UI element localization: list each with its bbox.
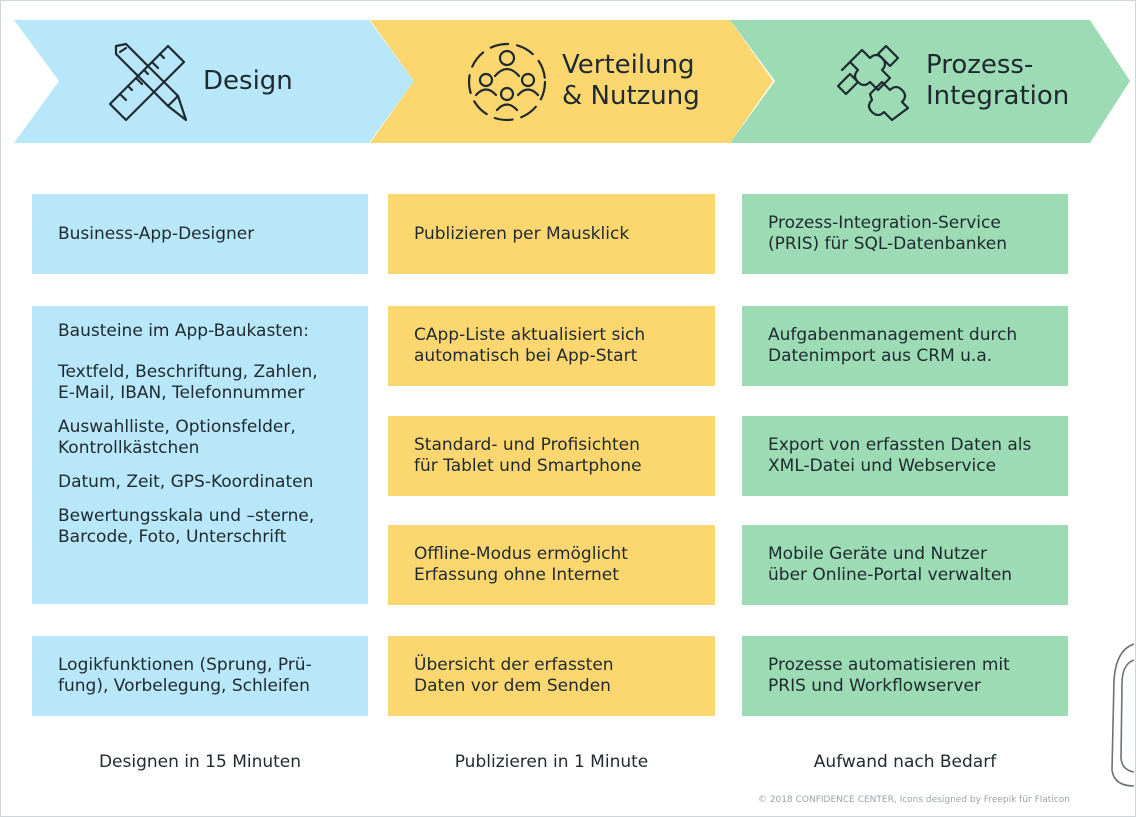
arrow-design: Design — [14, 20, 414, 143]
design-box-2-item-3: Datum, Zeit, GPS-Koordinaten — [58, 472, 314, 492]
design-box-2-item-1: Textfeld, Beschriftung, Zahlen, E-Mail, … — [58, 362, 318, 403]
prozess-box-1-text: Prozess-Integration-Service (PRIS) für S… — [768, 213, 1008, 254]
people-network-icon — [467, 42, 547, 122]
verteilung-box-2-text: CApp-Liste aktualisiert sich automatisch… — [414, 325, 646, 366]
arrow-prozess-title: Prozess- Integration — [926, 50, 1070, 111]
prozess-box-4-text: Mobile Geräte und Nutzer über Online-Por… — [768, 544, 1013, 585]
prozess-box-5-text: Prozesse automatisieren mit PRIS und Wor… — [768, 655, 1010, 696]
prozess-box-3: Export von erfassten Daten als XML-Datei… — [742, 416, 1068, 496]
pencil-ruler-icon — [108, 42, 188, 122]
arrow-design-shape — [14, 20, 414, 143]
design-box-2: Bausteine im App-Baukasten: Textfeld, Be… — [32, 306, 368, 604]
design-footer-label: Designen in 15 Minuten — [98, 752, 302, 772]
verteilung-box-2: CApp-Liste aktualisiert sich automatisch… — [388, 306, 715, 386]
arrow-verteilung-title: Verteilung & Nutzung — [562, 50, 700, 111]
verteilung-box-4-text: Offline-Modus ermöglicht Erfassung ohne … — [414, 544, 628, 585]
verteilung-box-3: Standard- und Profisichten für Tablet un… — [388, 416, 715, 496]
design-box-2-item-2: Auswahlliste, Optionsfelder, Kontrollkäs… — [58, 417, 296, 458]
prozess-box-2-text: Aufgabenmanagement durch Datenimport aus… — [768, 325, 1018, 366]
verteilung-footer-label: Publizieren in 1 Minute — [454, 752, 649, 772]
arrow-prozess: Prozess- Integration — [730, 20, 1130, 143]
prozess-footer-label: Aufwand nach Bedarf — [813, 752, 997, 772]
copyright-credit: © 2018 CONFIDENCE CENTER, Icons designed… — [757, 795, 1070, 805]
design-box-3: Logikfunktionen (Sprung, Prü- fung), Vor… — [32, 636, 368, 716]
prozess-box-5: Prozesse automatisieren mit PRIS und Wor… — [742, 636, 1068, 716]
prozess-box-3-text: Export von erfassten Daten als XML-Datei… — [768, 435, 1032, 476]
verteilung-box-5: Übersicht der erfassten Daten vor dem Se… — [388, 636, 715, 716]
verteilung-box-1-text: Publizieren per Mausklick — [414, 223, 630, 244]
prozess-box-1: Prozess-Integration-Service (PRIS) für S… — [742, 194, 1068, 274]
arrow-design-title: Design — [203, 65, 293, 96]
design-box-1: Business-App-Designer — [32, 194, 368, 274]
verteilung-box-1: Publizieren per Mausklick — [388, 194, 715, 274]
verteilung-box-5-text: Übersicht der erfassten Daten vor dem Se… — [414, 655, 614, 696]
design-box-1-text: Business-App-Designer — [58, 223, 255, 244]
phone-sketch-icon — [1111, 643, 1135, 787]
arrow-prozess-shape — [730, 20, 1130, 143]
verteilung-box-3-text: Standard- und Profisichten für Tablet un… — [414, 435, 642, 476]
arrow-verteilung: Verteilung & Nutzung — [370, 20, 773, 143]
puzzle-icon — [836, 44, 910, 122]
prozess-box-2: Aufgabenmanagement durch Datenimport aus… — [742, 306, 1068, 386]
design-box-3-text: Logikfunktionen (Sprung, Prü- fung), Vor… — [58, 655, 312, 696]
design-box-2-heading: Bausteine im App-Baukasten: — [58, 321, 309, 341]
verteilung-box-4: Offline-Modus ermöglicht Erfassung ohne … — [388, 525, 715, 605]
design-box-2-item-4: Bewertungsskala und –sterne, Barcode, Fo… — [58, 506, 315, 547]
arrow-verteilung-shape — [370, 20, 773, 143]
prozess-box-4: Mobile Geräte und Nutzer über Online-Por… — [742, 525, 1068, 605]
